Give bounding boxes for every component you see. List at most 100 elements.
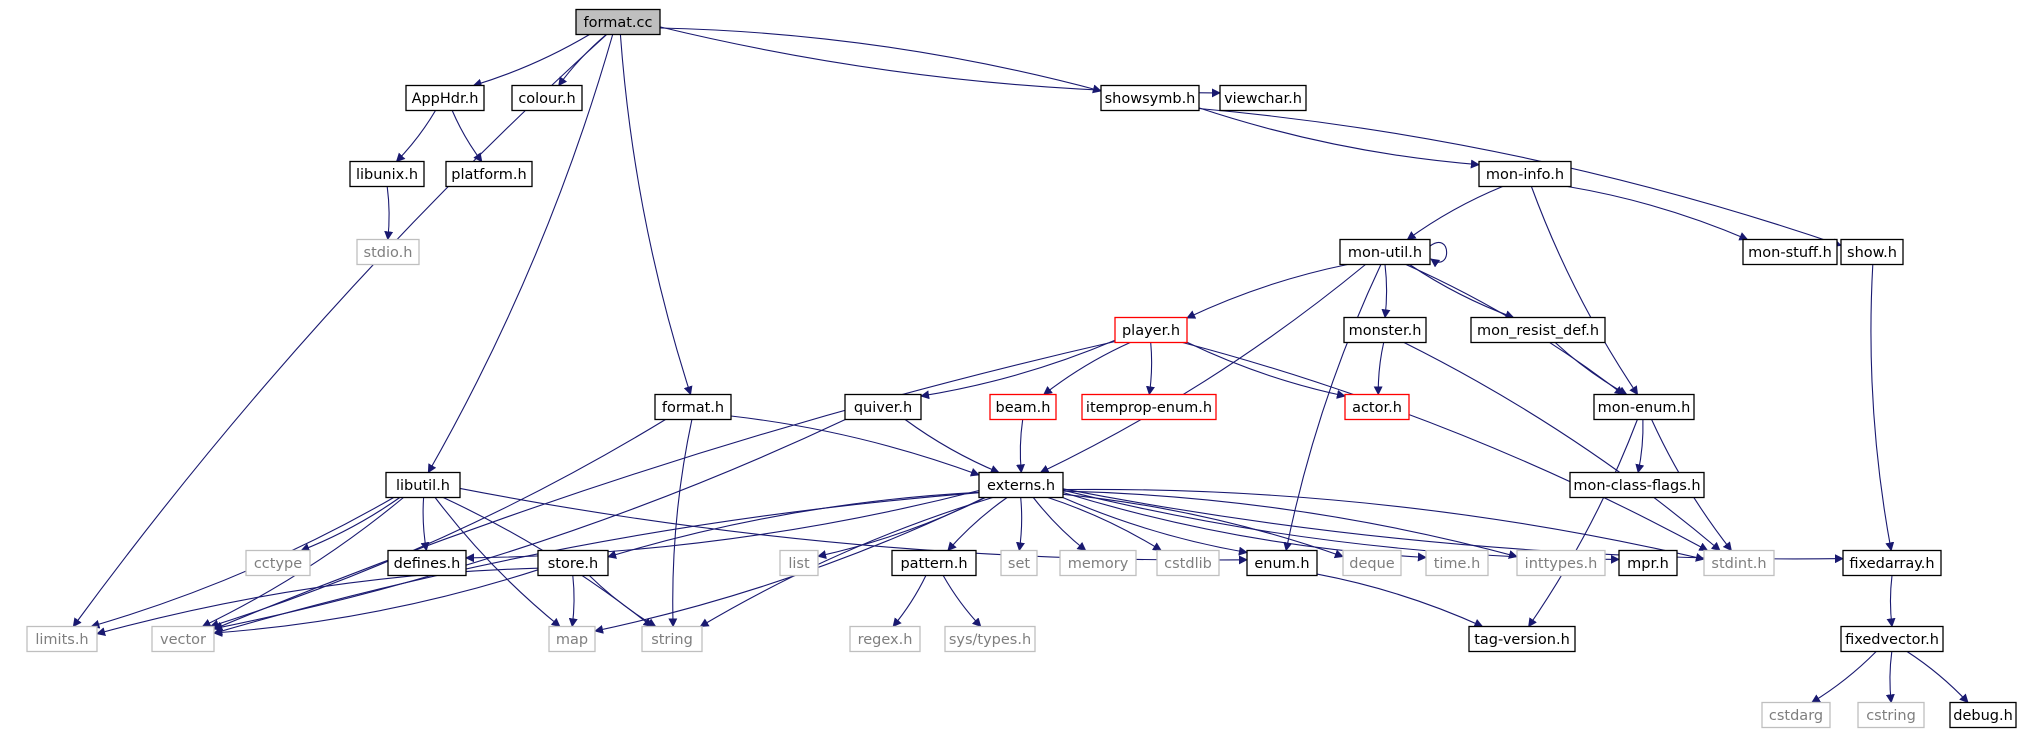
node-showsymb-h[interactable]: showsymb.h (1100, 84, 1200, 112)
node-mon-enum-h[interactable]: mon-enum.h (1593, 393, 1695, 421)
node-box (944, 625, 1036, 653)
node-label: stdio.h (364, 245, 413, 261)
node-fixedvector-h[interactable]: fixedvector.h (1840, 625, 1944, 653)
node-mon-class-flags-h[interactable]: mon-class-flags.h (1569, 471, 1705, 499)
edge-player-h-to-itemprop-enum-h (1146, 342, 1155, 396)
edge-libutil-h-to-defines-h (420, 497, 430, 552)
node-label: libunix.h (356, 167, 418, 183)
node-mpr-h[interactable]: mpr.h (1618, 549, 1678, 577)
node-list: list (779, 549, 819, 577)
node-label: limits.h (35, 632, 88, 648)
node-itemprop-enum-h[interactable]: itemprop-enum.h (1081, 393, 1217, 421)
node-show-h[interactable]: show.h (1840, 238, 1904, 266)
node-player-h[interactable]: player.h (1114, 316, 1188, 344)
node-libutil-h[interactable]: libutil.h (385, 471, 461, 499)
edge-format-cc-to-limits-h (72, 34, 608, 628)
node-box (1219, 84, 1307, 112)
node-box (1569, 471, 1705, 499)
node-label: beam.h (996, 400, 1051, 416)
node-box (1470, 316, 1606, 344)
node-label: cctype (254, 556, 302, 572)
node-label: inttypes.h (1525, 556, 1598, 572)
edge-beam-h-to-externs-h (1016, 419, 1026, 474)
node-stdint-h: stdint.h (1703, 549, 1775, 577)
node-box (349, 160, 425, 188)
node-monster-h[interactable]: monster.h (1343, 316, 1427, 344)
node-box (654, 393, 732, 421)
edge-player-h-to-quiver-h (920, 339, 1116, 400)
node-label: viewchar.h (1224, 91, 1302, 107)
node-box (387, 549, 467, 577)
node-mon-stuff-h[interactable]: mon-stuff.h (1742, 238, 1838, 266)
node-externs-h[interactable]: externs.h (978, 471, 1064, 499)
node-tag-version-h[interactable]: tag-version.h (1468, 625, 1576, 653)
node-actor-h[interactable]: actor.h (1344, 393, 1410, 421)
node-label: format.cc (584, 15, 653, 31)
node-deque: deque (1342, 549, 1402, 577)
node-viewchar-h[interactable]: viewchar.h (1219, 84, 1307, 112)
edge-show-h-to-fixedarray-h (1870, 264, 1895, 552)
node-map: map (548, 625, 596, 653)
node-label: fixedarray.h (1849, 556, 1934, 572)
node-box (1703, 549, 1775, 577)
node-label: enum.h (1254, 556, 1309, 572)
edge-format-h-to-vector (209, 419, 666, 629)
node-cctype: cctype (245, 549, 311, 577)
node-quiver-h[interactable]: quiver.h (844, 393, 922, 421)
node-box (151, 625, 215, 653)
node-format-cc[interactable]: format.cc (575, 8, 661, 36)
node-label: player.h (1122, 323, 1180, 339)
node-box (779, 549, 819, 577)
edge-mon-enum-h-to-mon-class-flags-h (1635, 419, 1645, 474)
node-mon-util-h[interactable]: mon-util.h (1339, 238, 1431, 266)
node-box (1840, 625, 1944, 653)
node-cstdarg: cstdarg (1761, 701, 1831, 729)
node-label: stdint.h (1711, 556, 1766, 572)
node-store-h[interactable]: store.h (537, 549, 609, 577)
node-box (245, 549, 311, 577)
node-box (1342, 549, 1402, 577)
node-mon-resist-def-h[interactable]: mon_resist_def.h (1470, 316, 1606, 344)
node-box (1246, 549, 1318, 577)
node-apphdr-h[interactable]: AppHdr.h (405, 84, 485, 112)
edge-mon-util-h-to-mon-util-h (1429, 242, 1448, 268)
node-box (1478, 160, 1572, 188)
node-platform-h[interactable]: platform.h (445, 160, 533, 188)
node-box (548, 625, 596, 653)
edge-format-cc-to-showsymb-h (659, 27, 1102, 94)
node-colour-h[interactable]: colour.h (511, 84, 583, 112)
node-fixedarray-h[interactable]: fixedarray.h (1842, 549, 1942, 577)
node-libunix-h[interactable]: libunix.h (349, 160, 425, 188)
node-box (1761, 701, 1831, 729)
node-beam-h[interactable]: beam.h (989, 393, 1057, 421)
node-box (1425, 549, 1489, 577)
node-label: actor.h (1352, 400, 1402, 416)
node-label: sys/types.h (949, 632, 1031, 648)
node-format-h[interactable]: format.h (654, 393, 732, 421)
node-box (1156, 549, 1220, 577)
edge-quiver-h-to-externs-h (904, 419, 1000, 474)
node-box (356, 238, 420, 266)
edge-format-cc-to-colour-h (558, 34, 607, 87)
node-box (1840, 238, 1904, 266)
edge-externs-h-to-pattern-h (947, 497, 1008, 552)
node-defines-h[interactable]: defines.h (387, 549, 467, 577)
edge-mon-util-h-to-externs-h (1039, 264, 1366, 474)
edge-fixedvector-h-to-debug-h (1906, 651, 1969, 704)
node-inttypes-h: inttypes.h (1516, 549, 1606, 577)
node-stdio-h: stdio.h (356, 238, 420, 266)
node-label: showsymb.h (1105, 91, 1196, 107)
node-box (1059, 549, 1137, 577)
edge-apphdr-h-to-libunix-h (395, 110, 436, 163)
node-pattern-h[interactable]: pattern.h (891, 549, 977, 577)
node-debug-h[interactable]: debug.h (1949, 701, 2017, 729)
node-box (1114, 316, 1188, 344)
node-mon-info-h[interactable]: mon-info.h (1478, 160, 1572, 188)
node-enum-h[interactable]: enum.h (1246, 549, 1318, 577)
node-box (891, 549, 977, 577)
node-label: fixedvector.h (1845, 632, 1939, 648)
edge-showsymb-h-to-show-h (1198, 107, 1842, 248)
edge-apphdr-h-to-platform-h (451, 110, 483, 163)
edge-libutil-h-to-limits-h (90, 497, 394, 629)
edge-showsymb-h-to-mon-info-h (1198, 107, 1480, 169)
